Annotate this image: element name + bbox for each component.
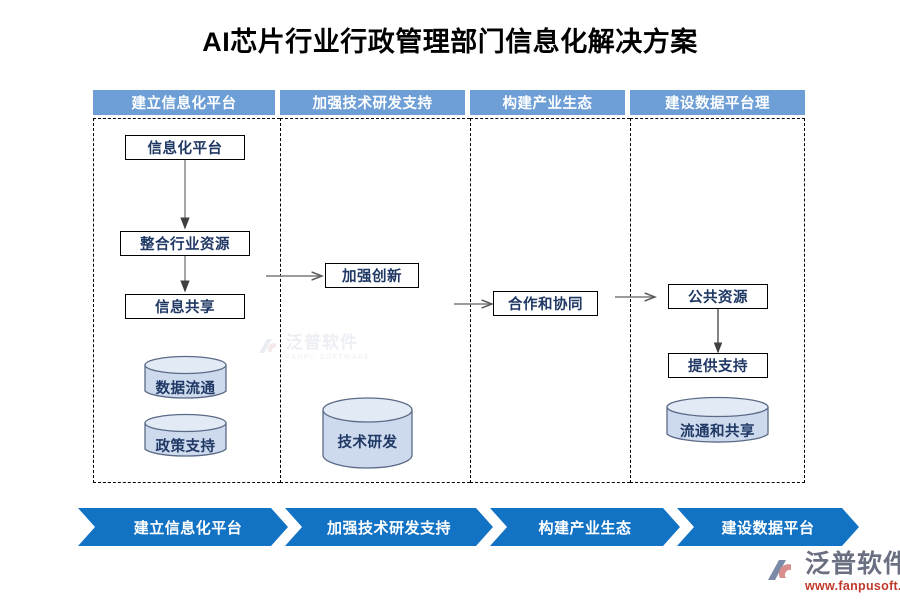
cylinder-label: 数据流通 <box>155 381 216 397</box>
node-box-xinxigongxiang[interactable]: 信息共享 <box>125 294 245 319</box>
column-header-4: 建设数据平台理 <box>630 90 805 115</box>
cylinder-label: 技术研发 <box>337 435 398 451</box>
brand-logo-cn: 泛普软件 <box>805 550 900 578</box>
page-title: AI芯片行业行政管理部门信息化解决方案 <box>202 27 698 57</box>
node-box-jiaqiangchuangxin[interactable]: 加强创新 <box>325 263 419 288</box>
column-frame-4 <box>630 118 805 483</box>
node-box-gonggongziyuan[interactable]: 公共资源 <box>668 284 768 309</box>
node-cylinder-jishuyanfa[interactable]: 技术研发 <box>321 396 414 472</box>
node-box-zhengheheangyeziyuan[interactable]: 整合行业资源 <box>120 231 250 256</box>
node-cylinder-shujuliutong[interactable]: 数据流通 <box>143 355 228 401</box>
brand-logo-url: www.fanpusoft.com <box>805 579 900 593</box>
node-box-hezuohexietong[interactable]: 合作和协同 <box>493 291 598 316</box>
column-header-1: 建立信息化平台 <box>93 90 275 115</box>
cylinder-label: 流通和共享 <box>680 424 755 440</box>
column-frame-3 <box>470 118 630 483</box>
chevron-step-4[interactable]: 建设数据平台 <box>677 508 859 546</box>
chevron-step-2[interactable]: 加强技术研发支持 <box>285 508 493 546</box>
node-cylinder-zhengcezhichi[interactable]: 政策支持 <box>143 413 228 459</box>
column-frame-2 <box>280 118 470 483</box>
cylinder-label: 政策支持 <box>155 439 216 455</box>
node-cylinder-liutonghegongxiang[interactable]: 流通和共享 <box>665 396 770 446</box>
node-box-tigongzhichi[interactable]: 提供支持 <box>668 353 768 378</box>
column-header-2: 加强技术研发支持 <box>280 90 465 115</box>
chevron-step-3[interactable]: 构建产业生态 <box>490 508 680 546</box>
chevron-step-1[interactable]: 建立信息化平台 <box>78 508 288 546</box>
column-frame-1 <box>93 118 280 483</box>
node-box-xinxihuapingtai[interactable]: 信息化平台 <box>125 135 245 160</box>
brand-logo: 泛普软件 www.fanpusoft.com <box>765 552 900 593</box>
brand-logo-icon <box>768 560 791 581</box>
column-header-3: 构建产业生态 <box>470 90 625 115</box>
